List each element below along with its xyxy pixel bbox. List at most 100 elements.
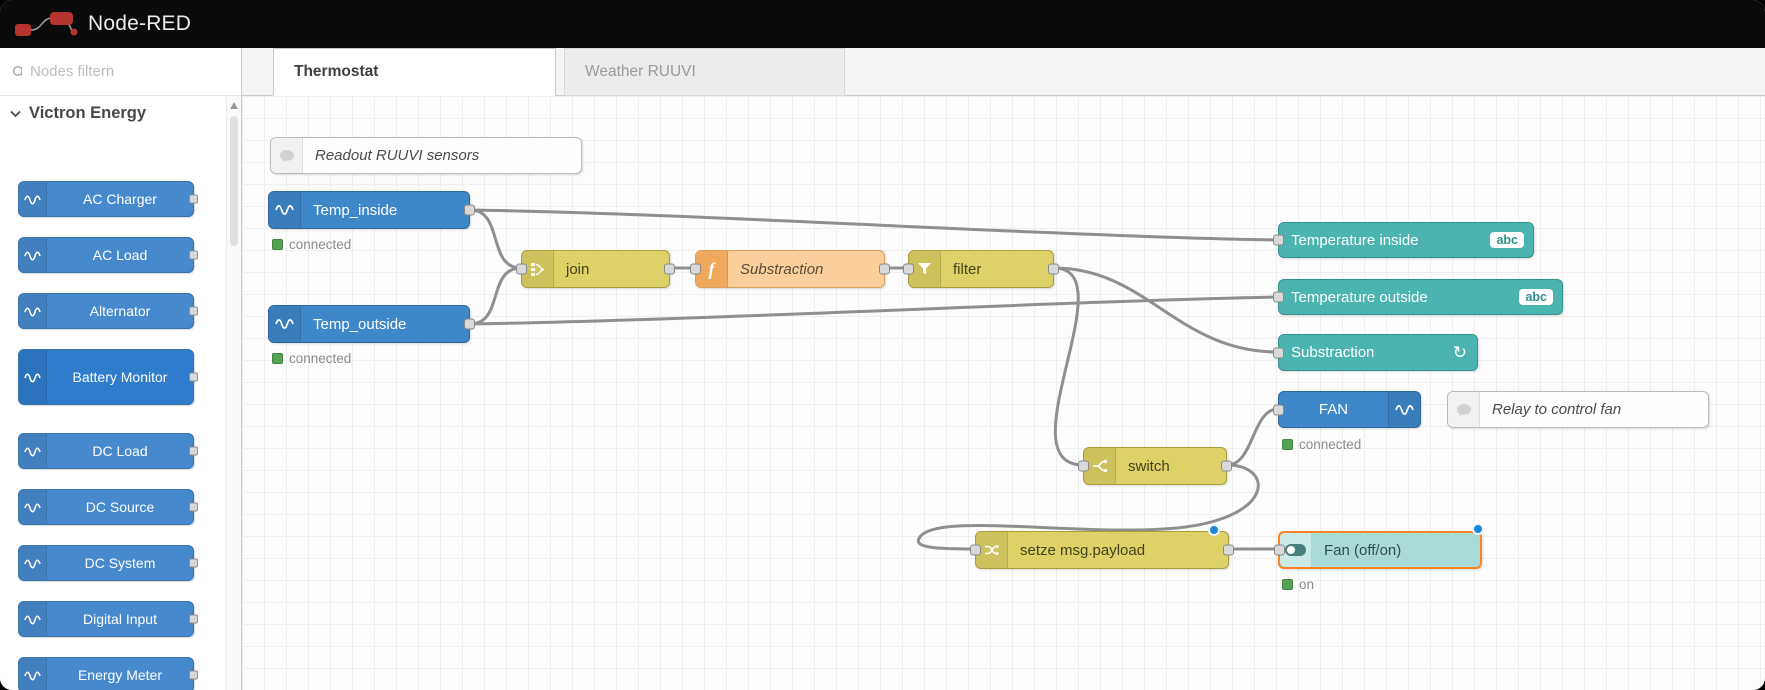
output-port[interactable] bbox=[464, 318, 475, 330]
wire-tempoutside-join[interactable] bbox=[468, 266, 523, 326]
wave-icon bbox=[19, 294, 47, 328]
node-temp-inside[interactable]: Temp_inside bbox=[268, 191, 475, 229]
input-port[interactable] bbox=[903, 263, 914, 275]
wave-icon bbox=[1388, 392, 1420, 427]
node-substraction-function[interactable]: f Substraction bbox=[690, 250, 890, 288]
app-title: Node-RED bbox=[88, 12, 192, 35]
output-port[interactable] bbox=[464, 204, 475, 216]
wave-icon bbox=[269, 306, 301, 342]
input-port[interactable] bbox=[516, 263, 527, 275]
wave-icon bbox=[19, 434, 47, 468]
palette-node-label: AC Load bbox=[92, 246, 148, 263]
scrollbar-thumb[interactable] bbox=[230, 116, 238, 246]
tab-label: Thermostat bbox=[294, 63, 379, 80]
status-text: connected bbox=[1299, 437, 1362, 452]
palette-node-alternator[interactable]: Alternator bbox=[18, 293, 198, 329]
wave-icon bbox=[19, 490, 47, 524]
palette-search bbox=[0, 48, 241, 96]
input-port[interactable] bbox=[1078, 460, 1089, 472]
status-green-icon bbox=[1282, 439, 1293, 450]
palette-node-label: Alternator bbox=[89, 302, 151, 319]
palette-node-ac-charger[interactable]: AC Charger bbox=[18, 181, 198, 217]
tab-weather-ruuvi[interactable]: Weather RUUVI bbox=[564, 48, 845, 96]
wire-switch-change[interactable] bbox=[916, 463, 1260, 551]
node-fan-toggle[interactable]: Fan (off/on) bbox=[1274, 523, 1484, 569]
flow-canvas[interactable]: Readout RUUVI sensors Temp_inside connec… bbox=[242, 96, 1765, 690]
palette-node-label: DC Load bbox=[92, 442, 148, 459]
node-change-set-payload[interactable]: setze msg.payload bbox=[970, 524, 1234, 569]
node-substraction-display[interactable]: Substraction ↻ bbox=[1273, 334, 1478, 371]
palette-node-label: Energy Meter bbox=[77, 666, 163, 683]
palette-scrollbar[interactable] bbox=[226, 96, 241, 690]
filter-icon bbox=[909, 251, 941, 287]
wave-icon bbox=[19, 602, 47, 636]
palette-node-digital-input[interactable]: Digital Input bbox=[18, 601, 198, 637]
node-port bbox=[189, 372, 198, 382]
node-fan-relay[interactable]: FAN bbox=[1273, 391, 1421, 428]
comment-icon bbox=[271, 138, 303, 173]
node-port bbox=[189, 502, 198, 512]
changed-indicator-icon bbox=[1208, 524, 1220, 536]
palette-node-dc-system[interactable]: DC System bbox=[18, 545, 198, 581]
input-port[interactable] bbox=[1273, 404, 1284, 415]
wave-icon bbox=[19, 182, 47, 216]
palette-category-victron[interactable]: Victron Energy bbox=[10, 104, 146, 123]
output-port[interactable] bbox=[1221, 460, 1232, 472]
palette-node-battery-monitor[interactable]: Battery Monitor bbox=[18, 349, 198, 405]
output-port[interactable] bbox=[664, 263, 675, 275]
node-port bbox=[189, 614, 198, 624]
wire-tempinside-display[interactable] bbox=[468, 208, 1280, 242]
node-label: Fan (off/on) bbox=[1324, 541, 1402, 559]
search-icon bbox=[12, 65, 22, 76]
comment-node-relay[interactable]: Relay to control fan bbox=[1447, 391, 1709, 428]
input-port[interactable] bbox=[690, 263, 701, 275]
node-port bbox=[189, 446, 198, 456]
wire-tempoutside-display[interactable] bbox=[468, 295, 1280, 326]
palette-node-energy-meter[interactable]: Energy Meter bbox=[18, 657, 198, 690]
node-temperature-inside-display[interactable]: Temperature inside abc bbox=[1273, 222, 1534, 258]
app-header: Node-RED bbox=[0, 0, 1765, 48]
palette-search-input[interactable] bbox=[30, 63, 229, 80]
input-port[interactable] bbox=[1273, 234, 1284, 246]
wave-icon bbox=[19, 350, 47, 404]
node-status: connected bbox=[272, 351, 351, 366]
palette-node-label: Digital Input bbox=[83, 610, 157, 627]
wire-switch-fan[interactable] bbox=[1225, 407, 1280, 467]
palette-node-label: AC Charger bbox=[83, 190, 157, 207]
palette-node-ac-load[interactable]: AC Load bbox=[18, 237, 198, 273]
node-status: on bbox=[1282, 577, 1314, 592]
comment-node-readout[interactable]: Readout RUUVI sensors bbox=[270, 137, 582, 174]
node-label: Substraction bbox=[740, 260, 824, 278]
node-temperature-outside-display[interactable]: Temperature outside abc bbox=[1273, 279, 1563, 315]
node-label: filter bbox=[953, 260, 982, 278]
palette-node-dc-source[interactable]: DC Source bbox=[18, 489, 198, 525]
output-port[interactable] bbox=[1223, 544, 1234, 556]
node-red-logo-icon bbox=[15, 12, 78, 36]
output-port[interactable] bbox=[879, 263, 890, 275]
node-label: Temperature inside bbox=[1291, 231, 1419, 249]
node-temp-outside[interactable]: Temp_outside bbox=[268, 305, 475, 343]
status-green-icon bbox=[272, 239, 283, 250]
input-port[interactable] bbox=[1274, 544, 1285, 556]
tab-thermostat[interactable]: Thermostat bbox=[273, 48, 556, 96]
refresh-icon: ↻ bbox=[1452, 342, 1467, 362]
scroll-up-arrow-icon[interactable] bbox=[230, 102, 238, 109]
wire-tempinside-join[interactable] bbox=[468, 208, 523, 270]
node-join[interactable]: join bbox=[516, 250, 675, 288]
wire-filter-switch[interactable] bbox=[1052, 266, 1085, 467]
comment-label: Readout RUUVI sensors bbox=[315, 147, 480, 164]
node-filter[interactable]: filter bbox=[903, 250, 1059, 288]
palette-node-dc-load[interactable]: DC Load bbox=[18, 433, 198, 469]
input-port[interactable] bbox=[1273, 347, 1284, 358]
palette-node-label: DC Source bbox=[85, 498, 155, 515]
input-port[interactable] bbox=[970, 544, 981, 556]
input-port[interactable] bbox=[1273, 291, 1284, 303]
toggle-icon bbox=[1280, 533, 1312, 567]
output-port[interactable] bbox=[1048, 263, 1059, 275]
node-switch[interactable]: switch bbox=[1078, 447, 1232, 485]
wire-filter-substraction[interactable] bbox=[1052, 266, 1280, 354]
changed-indicator-icon bbox=[1472, 523, 1484, 535]
node-port bbox=[189, 670, 198, 680]
wave-icon bbox=[19, 546, 47, 580]
